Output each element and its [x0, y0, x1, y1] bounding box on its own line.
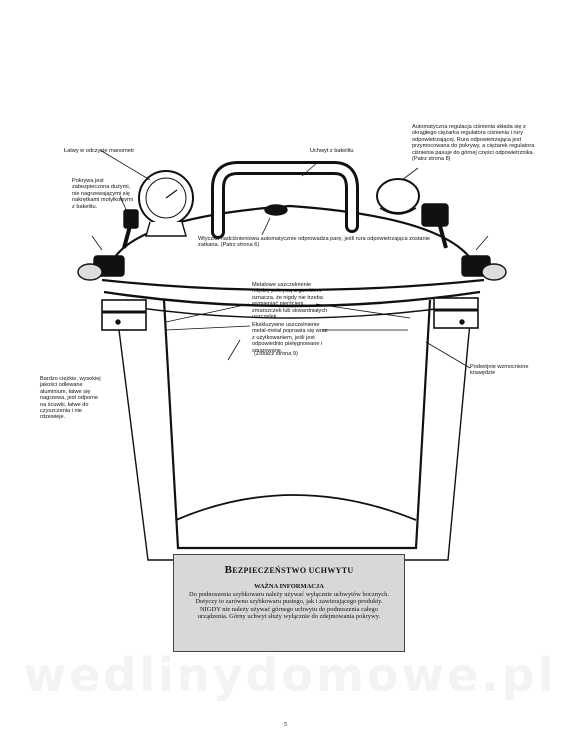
leader-handle: [301, 161, 319, 177]
page-number: 5: [284, 722, 287, 728]
label-gauge: Łatwy w odczycie manometr: [64, 148, 135, 154]
pot-rim-lower: [111, 303, 473, 319]
label-regulator: Automatyczna regulacja ciśnienia składa …: [412, 124, 535, 163]
safety-info-box: BEZPIECZEŃSTWO UCHWYTU WAŻNA INFORMACJA …: [173, 554, 405, 652]
safety-box-subtitle: WAŻNA INFORMACJA: [254, 583, 324, 590]
label-exclusive-seal-ref: (Zobacz strona 9): [254, 351, 298, 357]
leader-seal-right: [315, 303, 411, 319]
leader-seal-left: [165, 303, 250, 323]
leader-excl-left: [165, 325, 251, 331]
pot-bottom-curve: [175, 494, 417, 521]
lid-dome: [106, 204, 480, 273]
leader-wingnut-left: [91, 235, 103, 251]
bracket-left: [101, 299, 147, 331]
watermark: wedlinydomowe.pl: [23, 648, 557, 702]
wing-nut-right-top: [421, 203, 449, 227]
label-metal-seal: Metalowe uszczelnienie między pokrywą a …: [252, 282, 328, 321]
regulator-weight: [376, 178, 420, 214]
label-bakelite-handle: Uchwyt z bakelitu: [310, 148, 354, 154]
leader-lid-knobs: [119, 195, 129, 215]
label-safety-plug: Wtyczka nadciśnieniowa automatycznie odp…: [198, 236, 430, 249]
label-brackets: Podwójnie wzmocnione krawędzie: [470, 364, 529, 377]
label-exclusive-seal: Ekskluzywne uszczelnienie metal-metal po…: [252, 322, 328, 354]
pot-inner-wall: [162, 299, 432, 550]
bracket-right: [433, 297, 479, 329]
leader-brackets: [425, 341, 471, 369]
leader-gauge: [99, 149, 151, 181]
lid-edge: [101, 278, 485, 292]
safety-box-title: BEZPIECZEŃSTWO UCHWYTU: [224, 564, 354, 576]
label-body: Bardzo ciężkie, wysokiej jakości odlewan…: [40, 376, 101, 421]
vent-pipe: [264, 204, 288, 216]
label-lid-knobs: Pokrywa jest zabezpieczona dużymi, nie n…: [72, 178, 133, 210]
leader-regulator: [401, 167, 419, 181]
leader-excl-down: [227, 339, 241, 361]
top-handle: [211, 161, 359, 239]
wing-nut-left-top: [123, 209, 139, 229]
pot-rim: [103, 290, 481, 308]
leader-safety-plug: [261, 217, 271, 236]
leader-wingnut-right: [475, 235, 489, 251]
safety-box-body: Do podnoszenia szybkowaru należy używać …: [189, 591, 389, 621]
